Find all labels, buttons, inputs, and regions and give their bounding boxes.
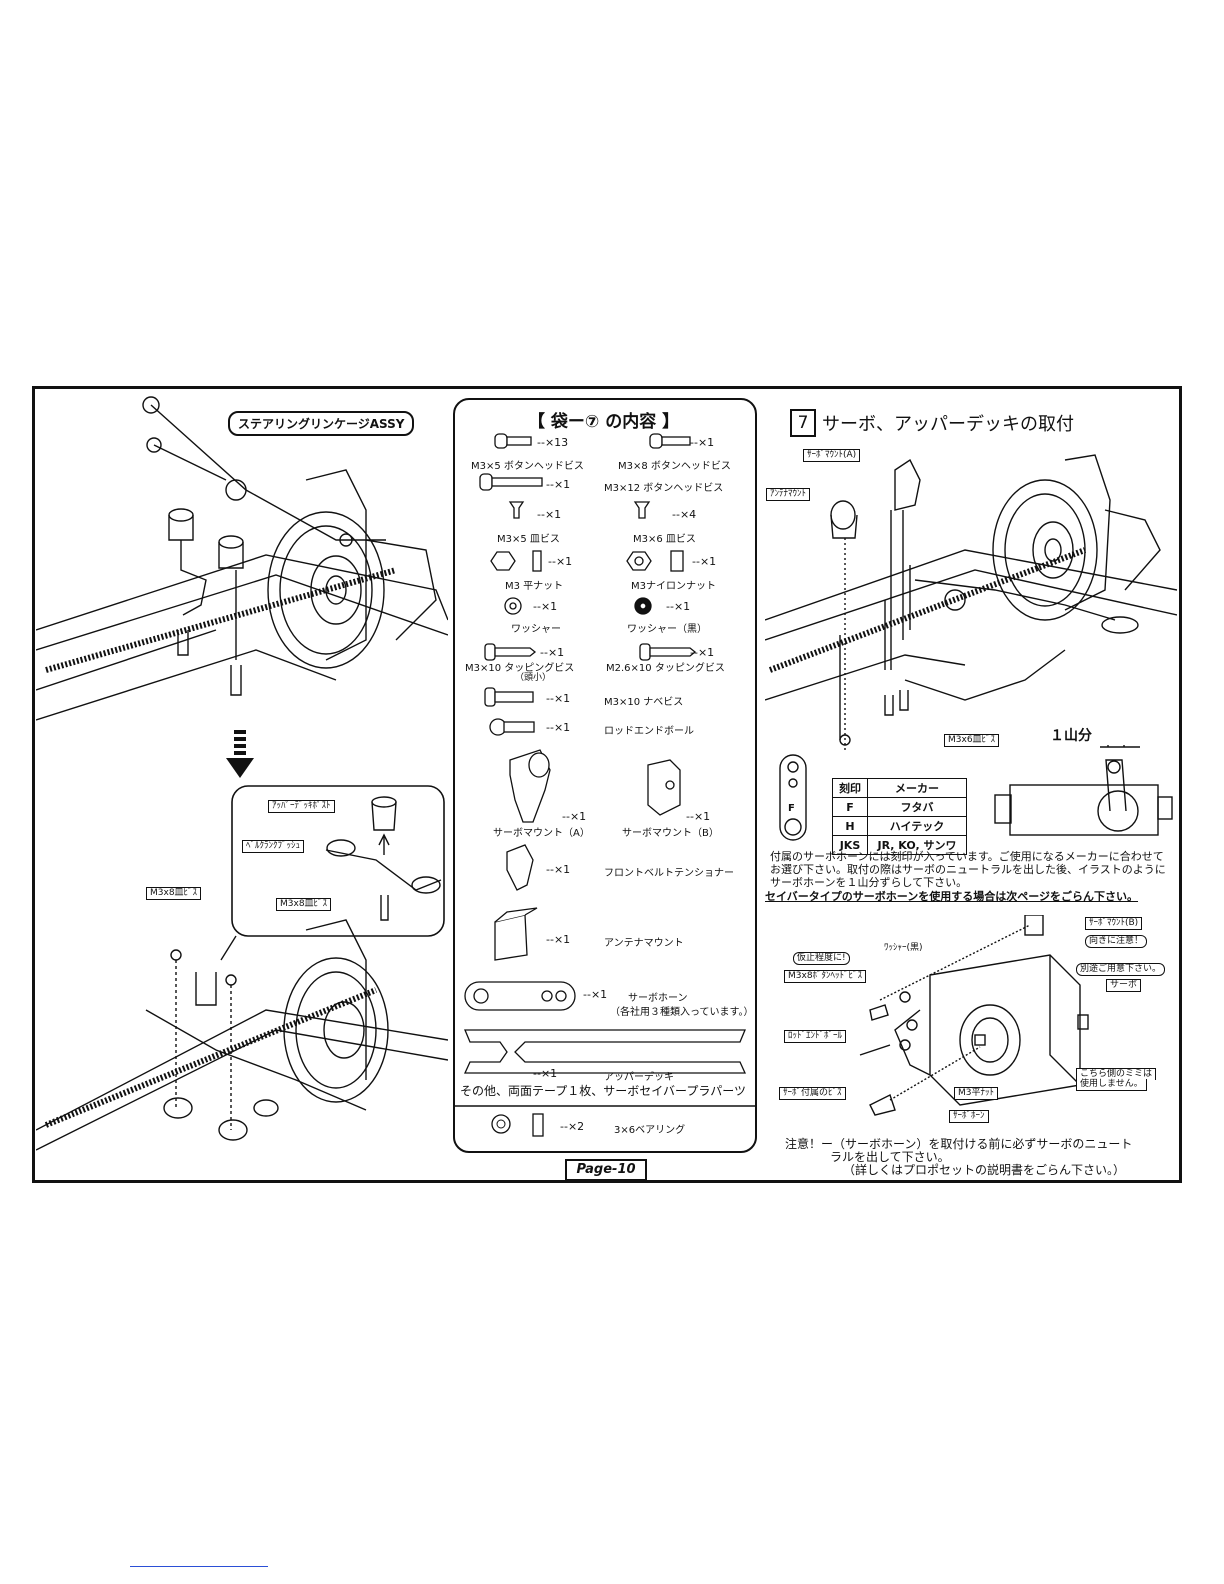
part-servo-horn-sub: （各社用３種類入っています。）: [610, 1007, 754, 1018]
servo-horn-diagram: [779, 745, 1173, 841]
caution-line-2: ラルを出して下さい。: [830, 1150, 950, 1164]
temp-fix-note: 仮止程度に!: [793, 952, 850, 965]
m3-nut-label: M3平ﾅｯﾄ: [954, 1087, 998, 1100]
parts-icons: [455, 433, 755, 1137]
rod-end-ball-label: ﾛｯﾄﾞｴﾝﾄﾞﾎﾞｰﾙ: [784, 1030, 847, 1043]
part-m3x8-button: M3×8 ボタンヘッドビス: [618, 461, 731, 472]
part-m3x12-button: M3×12 ボタンヘッドビス: [604, 483, 724, 494]
part-rod-end-ball: ロッドエンドボール: [604, 726, 694, 737]
part-m3x5-button: M3×5 ボタンヘッドビス: [471, 461, 584, 472]
m3x8-screw-label: M3x8皿ﾋﾞｽ: [146, 887, 202, 900]
servo-horn-label: ｻｰﾎﾞﾎｰﾝ: [949, 1110, 989, 1123]
maker-header-maker: メーカー: [867, 778, 967, 798]
qty-m3x6-flat: --×4: [672, 508, 697, 521]
m3x6-flat-screw-label: M3x6皿ﾋﾞｽ: [944, 734, 1000, 747]
maker-mark: JKS: [832, 835, 868, 855]
qty-washer-black: --×1: [666, 600, 691, 613]
horn-note-line-1: 付属のサーボホーンには刻印が入っています。ご使用になるメーカーに合わせて: [770, 850, 1164, 863]
maker-name: JR, KO, サンワ: [867, 835, 967, 855]
washer-black-label: ﾜｯｼｬｰ(黒): [884, 943, 923, 953]
qty-antenna-mount: --×1: [546, 933, 571, 946]
qty-m26x10-tapping: --×1: [690, 646, 715, 659]
caution-line-1: 注意！ー（サーボホーン）を取付ける前に必ずサーボのニュート: [785, 1137, 1133, 1151]
upper-deck-post-label: ｱｯﾊﾟｰﾃﾞｯｷﾎﾟｽﾄ: [268, 800, 335, 813]
horn-marking-f: F: [788, 803, 795, 814]
step-title: サーボ、アッパーデッキの取付: [822, 414, 1074, 435]
servo-upper-deck-illustration: [765, 454, 1177, 750]
part-m3-nylon-nut: M3ナイロンナット: [631, 581, 716, 592]
part-m3x5-flat: M3×5 皿ビス: [497, 534, 560, 545]
parts-others: その他、両面テープ１枚、サーボセイバープラパーツ: [460, 1084, 746, 1098]
maker-mark: H: [832, 816, 868, 836]
servo-mount-a-label: ｻｰﾎﾞﾏｳﾝﾄ(A): [803, 449, 861, 462]
page-number: Page-10: [565, 1159, 647, 1181]
part-belt-tensioner: フロントベルトテンショナー: [604, 868, 734, 879]
part-upper-deck: アッパーデッキ: [604, 1072, 674, 1083]
ear-note-1: こちら側のミミは: [1076, 1068, 1157, 1080]
horn-note-line-3: サーボホーンを１山分ずらして下さい。: [770, 876, 968, 889]
maker-header-mark: 刻印: [832, 778, 868, 798]
qty-m3-nut: --×1: [548, 555, 573, 568]
one-tooth-label: １山分: [1050, 728, 1092, 744]
manual-page-frame: [32, 386, 1182, 1183]
qty-servo-mount-b: --×1: [686, 810, 711, 823]
qty-m3-nylon-nut: --×1: [692, 555, 717, 568]
qty-bearing: --×2: [560, 1120, 585, 1133]
part-m26x10-tapping: M2.6×10 タッピングビス: [606, 663, 725, 674]
qty-rod-end-ball: --×1: [546, 721, 571, 734]
part-m3x10-pan: M3×10 ナベビス: [604, 697, 684, 708]
orientation-note: 向きに注意！: [1085, 935, 1148, 948]
servo-screw-label: ｻｰﾎﾞ付属のﾋﾞｽ: [779, 1087, 846, 1100]
qty-upper-deck: --×1: [533, 1067, 558, 1080]
maker-name: ハイテック: [867, 816, 967, 836]
part-bearing: 3×6ベアリング: [614, 1125, 686, 1136]
qty-m3x12-button: --×1: [546, 478, 571, 491]
saver-note: セイバータイプのサーボホーンを使用する場合は次ページをごらん下さい。: [765, 890, 1139, 903]
part-m3x10-tapping: M3×10 タッピングビス: [465, 663, 575, 674]
m3x8-screw-label-zoom: M3x8皿ﾋﾞｽ: [276, 898, 332, 911]
maker-name: フタバ: [867, 797, 967, 817]
ear-note-2: 使用しません。: [1076, 1079, 1147, 1091]
servo-label: サーボ: [1106, 979, 1142, 992]
qty-m3x8-button: --×1: [690, 436, 715, 449]
m3x8-button-screw-label: M3x8ﾎﾞﾀﾝﾍｯﾄﾞﾋﾞｽ: [784, 970, 867, 983]
qty-belt-tensioner: --×1: [546, 863, 571, 876]
part-antenna-mount: アンテナマウント: [604, 938, 684, 949]
qty-m3x10-tapping: --×1: [540, 646, 565, 659]
separate-note: 別途ご用意下さい。: [1076, 963, 1166, 976]
part-servo-mount-a: サーボマウント（A）: [493, 828, 590, 839]
qty-m3x5-button: --×13: [537, 436, 569, 449]
horn-note-line-2: お選び下さい。取付の際はサーボのニュートラルを出した後、イラストのように: [770, 863, 1166, 876]
bag-7-parts-list: [453, 398, 757, 1153]
part-servo-mount-b: サーボマウント（B）: [622, 828, 719, 839]
qty-m3x5-flat: --×1: [537, 508, 562, 521]
part-servo-horn: サーボホーン: [628, 993, 688, 1004]
qty-servo-horn: --×1: [583, 988, 608, 1001]
steering-linkage-illustration: [36, 396, 448, 1151]
qty-washer: --×1: [533, 600, 558, 613]
part-washer: ワッシャー: [511, 624, 561, 635]
antenna-mount-label: ｱﾝﾃﾅﾏｳﾝﾄ: [766, 488, 811, 501]
footer-link-underline: [130, 1566, 268, 1567]
part-m3x10-tapping-sub: （頭小）: [515, 673, 552, 683]
steering-linkage-label: ステアリングリンケージASSY: [228, 411, 415, 436]
step-number: 7: [790, 409, 816, 437]
servo-mount-b-label: ｻｰﾎﾞﾏｳﾝﾄ(B): [1085, 917, 1143, 930]
qty-m3x10-pan: --×1: [546, 692, 571, 705]
maker-mark: F: [832, 797, 868, 817]
part-m3-nut: M3 平ナット: [505, 581, 564, 592]
bellcrank-bush-label: ﾍﾞﾙｸﾗﾝｸﾌﾞｯｼｭ: [242, 840, 305, 853]
caution-line-3: （詳しくはプロポセットの説明書をごらん下さい。）: [843, 1163, 1126, 1177]
part-washer-black: ワッシャー（黒）: [627, 624, 707, 635]
part-m3x6-flat: M3×6 皿ビス: [633, 534, 696, 545]
qty-servo-mount-a: --×1: [562, 810, 587, 823]
parts-list-title: 【 袋ー⑦ の内容 】: [528, 412, 680, 432]
